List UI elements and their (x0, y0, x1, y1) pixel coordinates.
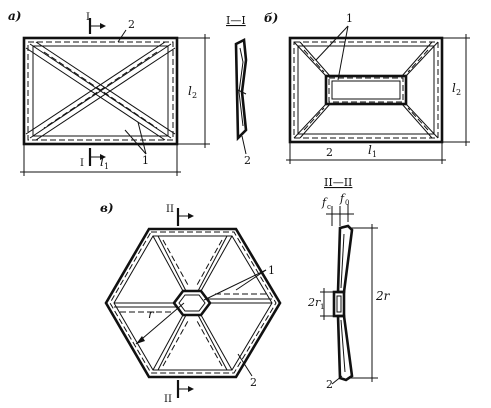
figure-v-section-marks (176, 208, 194, 398)
section-mark-ii-bottom: II (164, 394, 172, 405)
section-i-title: I—I (226, 14, 246, 27)
figure-v-callout-2: 2 (250, 376, 257, 389)
figure-a-leader-1b (124, 129, 147, 155)
figure-a-dim-l2-label: l (188, 84, 192, 98)
section-i-leader-2 (241, 135, 247, 155)
section-ii-2r1-label: 2r (307, 296, 321, 309)
figure-v-leader-2 (237, 353, 253, 377)
figure-a-dim-l2-sub: 2 (192, 91, 197, 100)
section-ii-2r-label: 2r (375, 289, 391, 303)
figure-v-radius-line (135, 302, 185, 345)
section-ii-fc: f (321, 196, 328, 209)
figure-v-radius-label: r (148, 307, 155, 321)
figure-b-label: б) (264, 11, 278, 25)
figure-a-dim-l1 (20, 144, 181, 176)
figure-b-dim-l1-label: l (368, 143, 372, 157)
figure-b-leader-1a (315, 25, 349, 61)
section-ii-dim-ticks (326, 204, 354, 226)
figure-b-dim-l2 (442, 34, 470, 146)
section-ii-f0: f (339, 192, 346, 205)
figure-b-callout-1: 1 (346, 12, 353, 25)
figure-a-panel (22, 36, 179, 146)
section-ii-f0-sub: 0 (345, 199, 349, 207)
section-ii-callout-2: 2 (326, 378, 333, 391)
figure-a-dim-l2 (177, 34, 210, 148)
figure-b-dim-l2-sub: 2 (456, 88, 461, 97)
section-i-callout-2: 2 (244, 154, 251, 167)
section-ii-dim-2r (350, 224, 378, 382)
figure-a-leader-2 (117, 29, 127, 43)
figure-a-leader-1 (137, 121, 147, 155)
section-mark-i-top: I (86, 12, 90, 23)
section-ii-leader-2 (331, 375, 343, 385)
section-ii-2r1-sub: 1 (320, 303, 324, 311)
section-i-profile (234, 37, 248, 142)
figure-v-leader-1b (235, 269, 267, 291)
section-mark-i-bottom: I (80, 158, 84, 169)
section-mark-ii-top: II (166, 204, 174, 215)
figure-v-callout-1: 1 (268, 264, 275, 277)
figure-a-section-marks (88, 18, 106, 166)
figure-b-dim-l2-label: l (452, 81, 456, 95)
figure-v-label: в) (100, 201, 114, 215)
figure-b-dim-l1 (286, 142, 446, 164)
figure-b-callout-2: 2 (326, 146, 333, 159)
section-ii-title: II—II (324, 176, 352, 189)
section-ii-dim-2r1 (320, 288, 334, 320)
figure-v-radius-arrow (136, 336, 145, 344)
figure-v-leader-1a (203, 269, 267, 301)
figure-b-leader-1b (337, 25, 349, 81)
figure-b-dim-l1-sub: 1 (372, 150, 377, 159)
figure-b-panel (288, 36, 444, 144)
figure-a-dim-l1-sub: 1 (104, 162, 109, 171)
section-ii-fc-sub: c (327, 203, 331, 211)
figure-a-dim-l1-label: l (100, 155, 104, 169)
section-ii-profile (332, 224, 354, 382)
figure-v-panel (104, 227, 282, 379)
figure-a-callout-1: 1 (142, 154, 149, 167)
figure-a-label: а) (8, 9, 21, 23)
figure-a-callout-2: 2 (128, 18, 135, 31)
